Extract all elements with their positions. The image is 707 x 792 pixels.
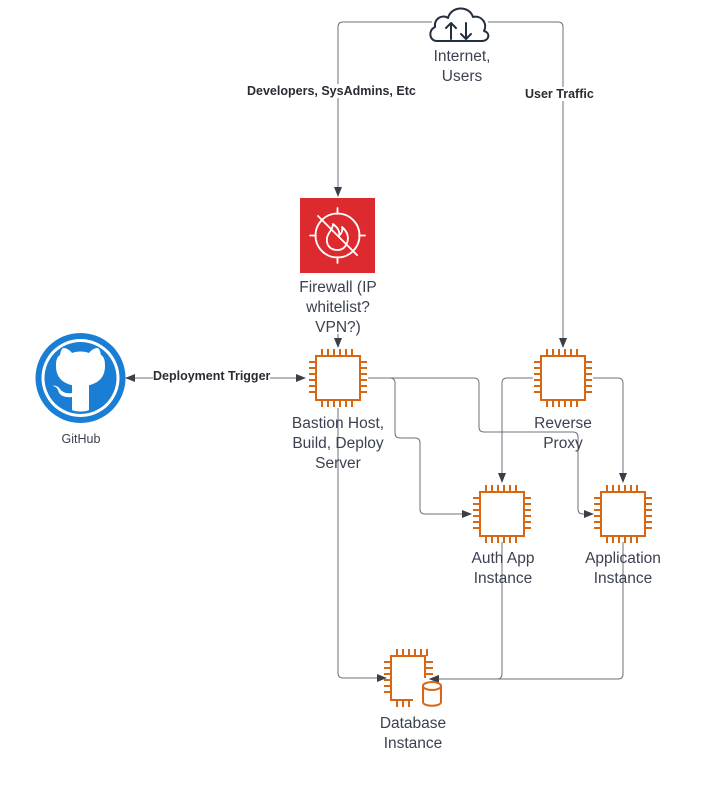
edge-application-to-database [429,542,624,683]
edge-internet-to-reverse-proxy [488,21,567,348]
cloud-upload-download-icon [429,7,490,42]
auth-app-label: Auth App Instance [471,550,535,587]
ec2-db-instance-icon [384,649,442,707]
user-traffic-edge-label: User Traffic [525,87,594,101]
application-label: Application Instance [585,550,661,587]
edge-bastion-to-application [368,377,594,518]
developers-edge-label: Developers, SysAdmins, Etc [247,84,416,98]
ec2-instance-icon [534,349,592,407]
firewall-label: Firewall (IP whitelist? VPN?) [299,279,377,336]
edge-bastion-to-auth-app [368,377,472,518]
database-label: Database Instance [379,715,447,752]
edge-proxy-to-application [593,377,627,483]
edge-bastion-to-database [337,408,387,682]
reverse-proxy-label: Reverse Proxy [534,415,592,452]
deployment-trigger-edge-label: Deployment Trigger [153,369,271,383]
edge-internet-to-firewall [334,21,432,197]
ec2-instance-icon [309,349,367,407]
ec2-instance-icon [594,485,652,543]
ec2-instance-icon [473,485,531,543]
firewall-icon [300,198,375,273]
internet-users-label: Internet, Users [433,48,491,85]
github-logo-icon [35,333,126,423]
edge-proxy-to-auth-app [498,377,533,483]
github-label: GitHub [61,432,101,446]
bastion-host-label: Bastion Host, Build, Deploy Server [291,415,385,472]
